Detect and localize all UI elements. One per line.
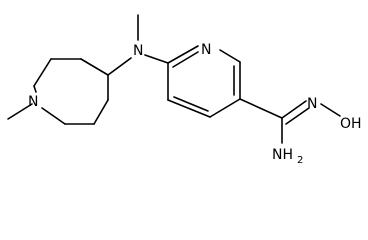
bond-amidine-n bbox=[281, 100, 307, 119]
bond-pyr-2 bbox=[219, 49, 241, 63]
bond-pyr-1b bbox=[172, 51, 199, 68]
bond-pip-4 bbox=[33, 85, 37, 93]
amine-n-label: N bbox=[133, 43, 143, 59]
bond-c4-namine bbox=[107, 57, 132, 76]
bond-pip-3 bbox=[33, 58, 52, 87]
piperidine-n-label: N bbox=[28, 94, 38, 110]
bond-pip-5 bbox=[41, 107, 66, 125]
molecule-diagram: N N N N OH NH 2 bbox=[7, 14, 362, 166]
bond-pyr-5b bbox=[173, 96, 209, 112]
bond-pyr-4 bbox=[209, 98, 241, 118]
bond-n-o bbox=[320, 103, 341, 117]
oxime-n-label: N bbox=[307, 96, 317, 112]
bond-amidine-n-b bbox=[285, 107, 310, 125]
bond-pyr-5 bbox=[167, 99, 211, 118]
bond-pip-7 bbox=[93, 99, 109, 125]
bond-pip-1 bbox=[80, 58, 109, 76]
bond-namine-c6 bbox=[144, 54, 169, 64]
bond-pyr-1 bbox=[167, 45, 199, 64]
hydroxyl-label: OH bbox=[340, 116, 362, 132]
bond-c3-amidine bbox=[239, 98, 283, 119]
amine-nh2-label: NH bbox=[272, 147, 293, 163]
amine-nh2-subscript: 2 bbox=[297, 155, 303, 166]
bond-pip-methyl bbox=[7, 103, 33, 120]
structure-canvas: N N N N OH NH 2 bbox=[7, 14, 362, 166]
pyridine-n-label: N bbox=[201, 42, 211, 58]
